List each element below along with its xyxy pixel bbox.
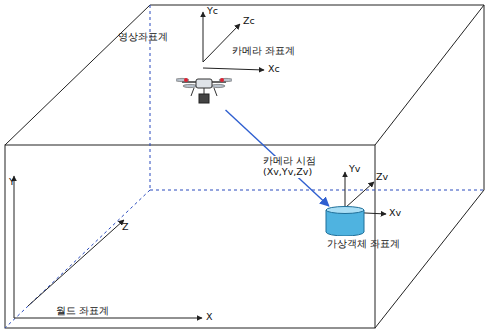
drone-illustration [176, 78, 232, 103]
axis-label: Yv [349, 164, 360, 175]
cylinder-shape [326, 207, 364, 237]
world-z-axis [28, 220, 124, 306]
virtual-object-node: 가상객체 좌표계 [325, 206, 365, 236]
drone-node: 영상좌표계 [176, 70, 232, 110]
virtual-z-axis [345, 182, 374, 208]
axis-label: Zc [243, 16, 255, 27]
drone-figure [176, 70, 232, 110]
node-label: 영상좌표계 [118, 32, 168, 43]
axis-label: Xc [268, 64, 280, 75]
camera-z-axis [203, 24, 240, 62]
viewpoint-label: 카메라 시점 (Xv,Yv,Zv) [262, 156, 328, 178]
axis-label: X [206, 312, 213, 323]
hidden-edges [5, 5, 484, 328]
world-y-axis [14, 176, 15, 318]
box-edge [375, 190, 484, 328]
cylinder-figure [325, 206, 365, 236]
axis-label: Y [9, 177, 15, 188]
room-box [5, 5, 484, 328]
camera-y-axis [203, 12, 204, 62]
front-face [5, 145, 375, 328]
axes [14, 12, 386, 318]
system-label: 카메라 좌표계 [232, 46, 295, 57]
box-edge [5, 5, 150, 145]
node-label: 가상객체 좌표계 [327, 239, 400, 250]
world-x-axis [14, 318, 202, 319]
virtual-y-axis [345, 172, 346, 208]
view-arrow [226, 110, 329, 206]
axis-label: Yc [207, 6, 218, 17]
back-face [150, 5, 484, 190]
axis-label: Z [122, 222, 129, 233]
camera-x-axis [203, 68, 264, 70]
box-edge [375, 5, 484, 145]
axis-label: Zv [376, 172, 388, 183]
system-label: 월드 좌표계 [56, 306, 109, 317]
axis-label: Xv [389, 208, 401, 219]
